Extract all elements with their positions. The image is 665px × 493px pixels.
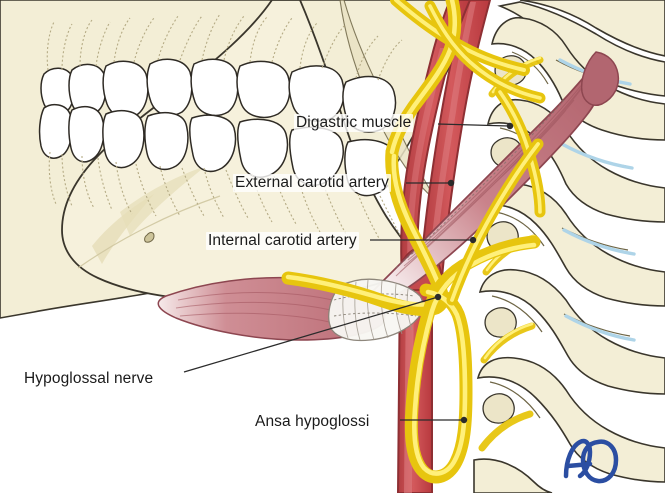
ansa-hypoglossi (404, 138, 544, 484)
leader-dot-digastric-muscle (506, 122, 514, 130)
leader-dot-ansa-hypoglossi (460, 416, 468, 424)
leader-digastric-muscle (437, 123, 511, 127)
leader-dot-hypoglossal-nerve (434, 293, 442, 301)
cervical-vertebrae (473, 0, 665, 493)
ao-logo (563, 438, 619, 484)
digastric-muscle-posterior (368, 51, 620, 300)
label-ansa-hypoglossi: Ansa hypoglossi (253, 413, 372, 431)
label-external-carotid-artery: External carotid artery (233, 174, 391, 192)
leader-dot-internal-carotid-artery (469, 236, 477, 244)
leader-dot-external-carotid-artery (447, 179, 455, 187)
leader-lines (183, 122, 514, 424)
label-digastric-muscle: Digastric muscle (294, 114, 414, 132)
label-hypoglossal-nerve: Hypoglossal nerve (22, 370, 156, 388)
label-internal-carotid-artery: Internal carotid artery (206, 232, 359, 250)
leader-hypoglossal-nerve (183, 296, 439, 373)
